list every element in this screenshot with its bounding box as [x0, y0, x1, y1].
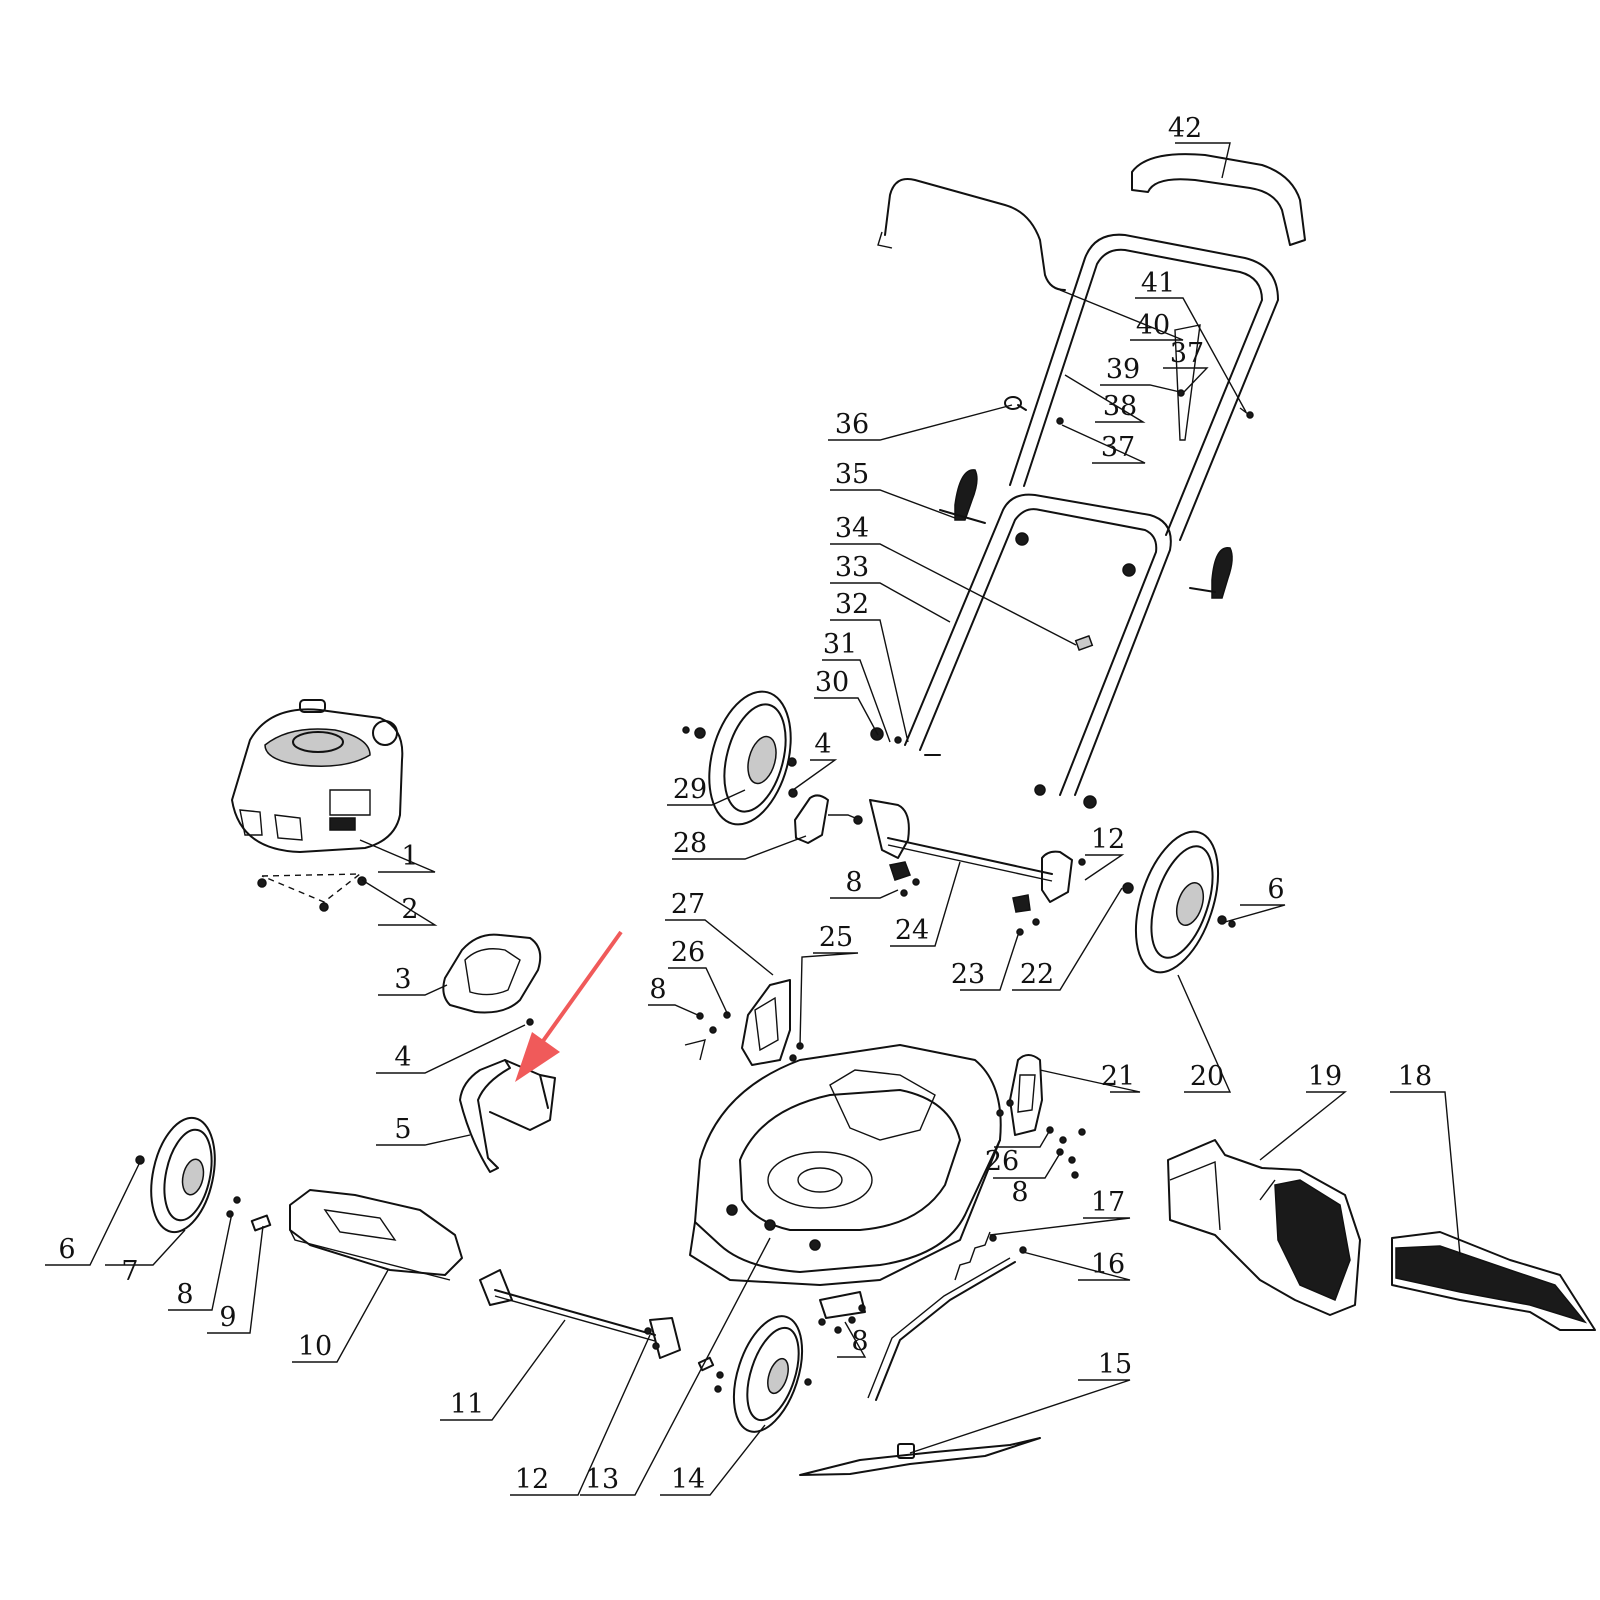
- callout-27: 27: [671, 889, 705, 920]
- callout-20: 20: [1190, 1061, 1224, 1092]
- part-14-wheel-drawing: [697, 1315, 812, 1433]
- callout-16: 16: [1091, 1249, 1125, 1280]
- callout-30: 30: [815, 667, 849, 698]
- callout-24: 24: [895, 915, 929, 946]
- part-35-knobs-drawing: [939, 469, 1233, 599]
- callout-14: 14: [671, 1464, 705, 1495]
- part-24-axle-drawing: [869, 799, 1086, 903]
- callout-8-axle: 8: [845, 867, 862, 898]
- callout-12: 12: [515, 1464, 549, 1495]
- callout-26-left: 26: [671, 937, 705, 968]
- callout-35: 35: [835, 459, 869, 490]
- callout-8-left: 8: [176, 1279, 193, 1310]
- callout-21: 21: [1101, 1061, 1135, 1092]
- part-28-lever-drawing: [788, 788, 863, 844]
- leader-lines: [45, 142, 1461, 1496]
- part-19-bag-frame-drawing: [1167, 1139, 1361, 1316]
- callout-22: 22: [1020, 959, 1054, 990]
- callout-12-upper: 12: [1091, 824, 1125, 855]
- callout-1: 1: [401, 841, 418, 872]
- part-38-upper-handle-drawing: [1009, 233, 1279, 541]
- callout-18: 18: [1398, 1061, 1432, 1092]
- part-30-31-bolts-drawing: [870, 727, 1097, 809]
- callout-23: 23: [951, 959, 985, 990]
- small-hardware-upper: [1004, 389, 1254, 425]
- part-42-grip-drawing: [1131, 153, 1306, 246]
- callout-labels: 42 41 40 37 39 38 37 36 35 34 33 32 31 3…: [58, 113, 1432, 1495]
- callout-39: 39: [1106, 354, 1140, 385]
- part-13-deck-drawing: [689, 1044, 1002, 1286]
- callout-7: 7: [121, 1256, 138, 1287]
- part-2-bolts-drawing: [257, 873, 367, 912]
- part-7-wheel-drawing: [135, 1116, 216, 1234]
- callout-33: 33: [835, 552, 869, 583]
- callout-19: 19: [1308, 1061, 1342, 1092]
- callout-5: 5: [394, 1114, 411, 1145]
- callout-26-right: 26: [985, 1146, 1019, 1177]
- part-26-8-right-hardware: [1046, 1126, 1086, 1179]
- callout-29: 29: [673, 774, 707, 805]
- callout-6-left: 6: [58, 1234, 75, 1265]
- callout-34: 34: [835, 513, 869, 544]
- part-8-deck-bolts-drawing: [818, 1291, 866, 1334]
- callout-42: 42: [1168, 113, 1202, 144]
- callout-3: 3: [394, 964, 411, 995]
- callout-36: 36: [835, 409, 869, 440]
- callout-40: 40: [1136, 310, 1170, 341]
- callout-17: 17: [1091, 1187, 1125, 1218]
- part-10-front-cover-drawing: [289, 1189, 463, 1281]
- callout-31: 31: [823, 629, 857, 660]
- callout-8-deck: 8: [851, 1326, 868, 1357]
- part-32-lower-handle-drawing: [904, 493, 1172, 796]
- callout-37-top: 37: [1170, 338, 1204, 369]
- callout-4: 4: [394, 1042, 411, 1073]
- part-18-grass-bag-drawing: [1391, 1231, 1596, 1331]
- part-40-bail-drawing: [877, 178, 1066, 291]
- callout-9: 9: [219, 1302, 236, 1333]
- callout-11: 11: [450, 1389, 484, 1420]
- callout-13: 13: [585, 1464, 619, 1495]
- part-3-cover-drawing: [442, 933, 542, 1026]
- part-21-bracket-drawing: [996, 1054, 1043, 1136]
- part-1-engine-drawing: [231, 699, 404, 853]
- callout-15: 15: [1098, 1349, 1132, 1380]
- part-29-rear-wheel-drawing: [682, 690, 797, 826]
- callout-28: 28: [673, 828, 707, 859]
- callout-25: 25: [819, 922, 853, 953]
- callout-32: 32: [835, 589, 869, 620]
- callout-6-right: 6: [1267, 874, 1284, 905]
- part-27-bracket-drawing: [684, 979, 804, 1066]
- callout-8-bracket: 8: [649, 974, 666, 1005]
- part-11-axle-drawing: [479, 1269, 681, 1359]
- callout-2: 2: [401, 894, 418, 925]
- part-8-9-small-drawing: [226, 1196, 272, 1232]
- part-23-bracket-drawing: [889, 861, 1040, 936]
- highlight-arrow: [515, 930, 623, 1082]
- callout-10: 10: [298, 1331, 332, 1362]
- callout-37-bottom: 37: [1101, 432, 1135, 463]
- callout-4-upper: 4: [814, 729, 831, 760]
- part-16-17-rod-drawing: [867, 1231, 1027, 1401]
- part-5-flap-drawing: [459, 1059, 556, 1173]
- callout-8-right: 8: [1011, 1177, 1028, 1208]
- callout-41: 41: [1141, 268, 1175, 299]
- part-20-rear-wheel-drawing: [1122, 830, 1236, 974]
- part-15-blade-drawing: [799, 1437, 1041, 1476]
- callout-38: 38: [1103, 391, 1137, 422]
